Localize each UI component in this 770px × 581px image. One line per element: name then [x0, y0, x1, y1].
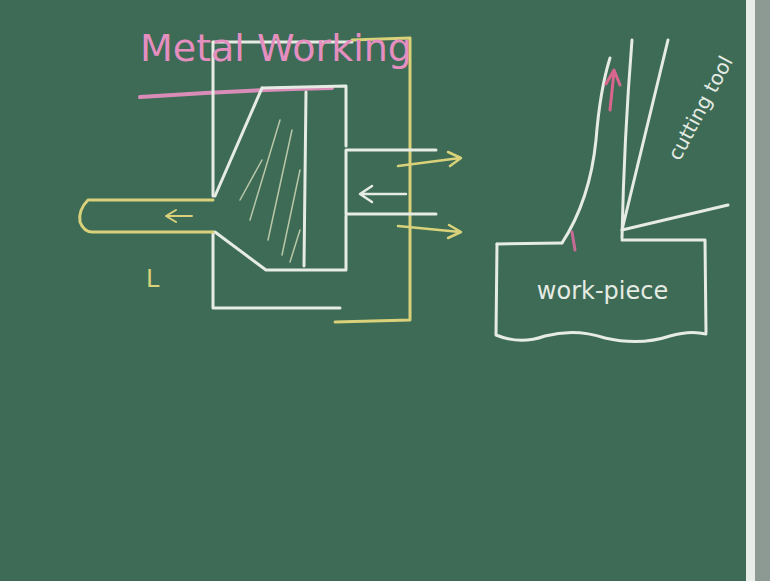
tool-label: cutting tool [663, 52, 736, 163]
title: Metal Working [140, 28, 412, 70]
node-text: work-piece [537, 278, 668, 304]
title-underline [140, 88, 332, 97]
workpiece-region: work-piece [510, 255, 695, 327]
length-label: L [146, 266, 159, 292]
